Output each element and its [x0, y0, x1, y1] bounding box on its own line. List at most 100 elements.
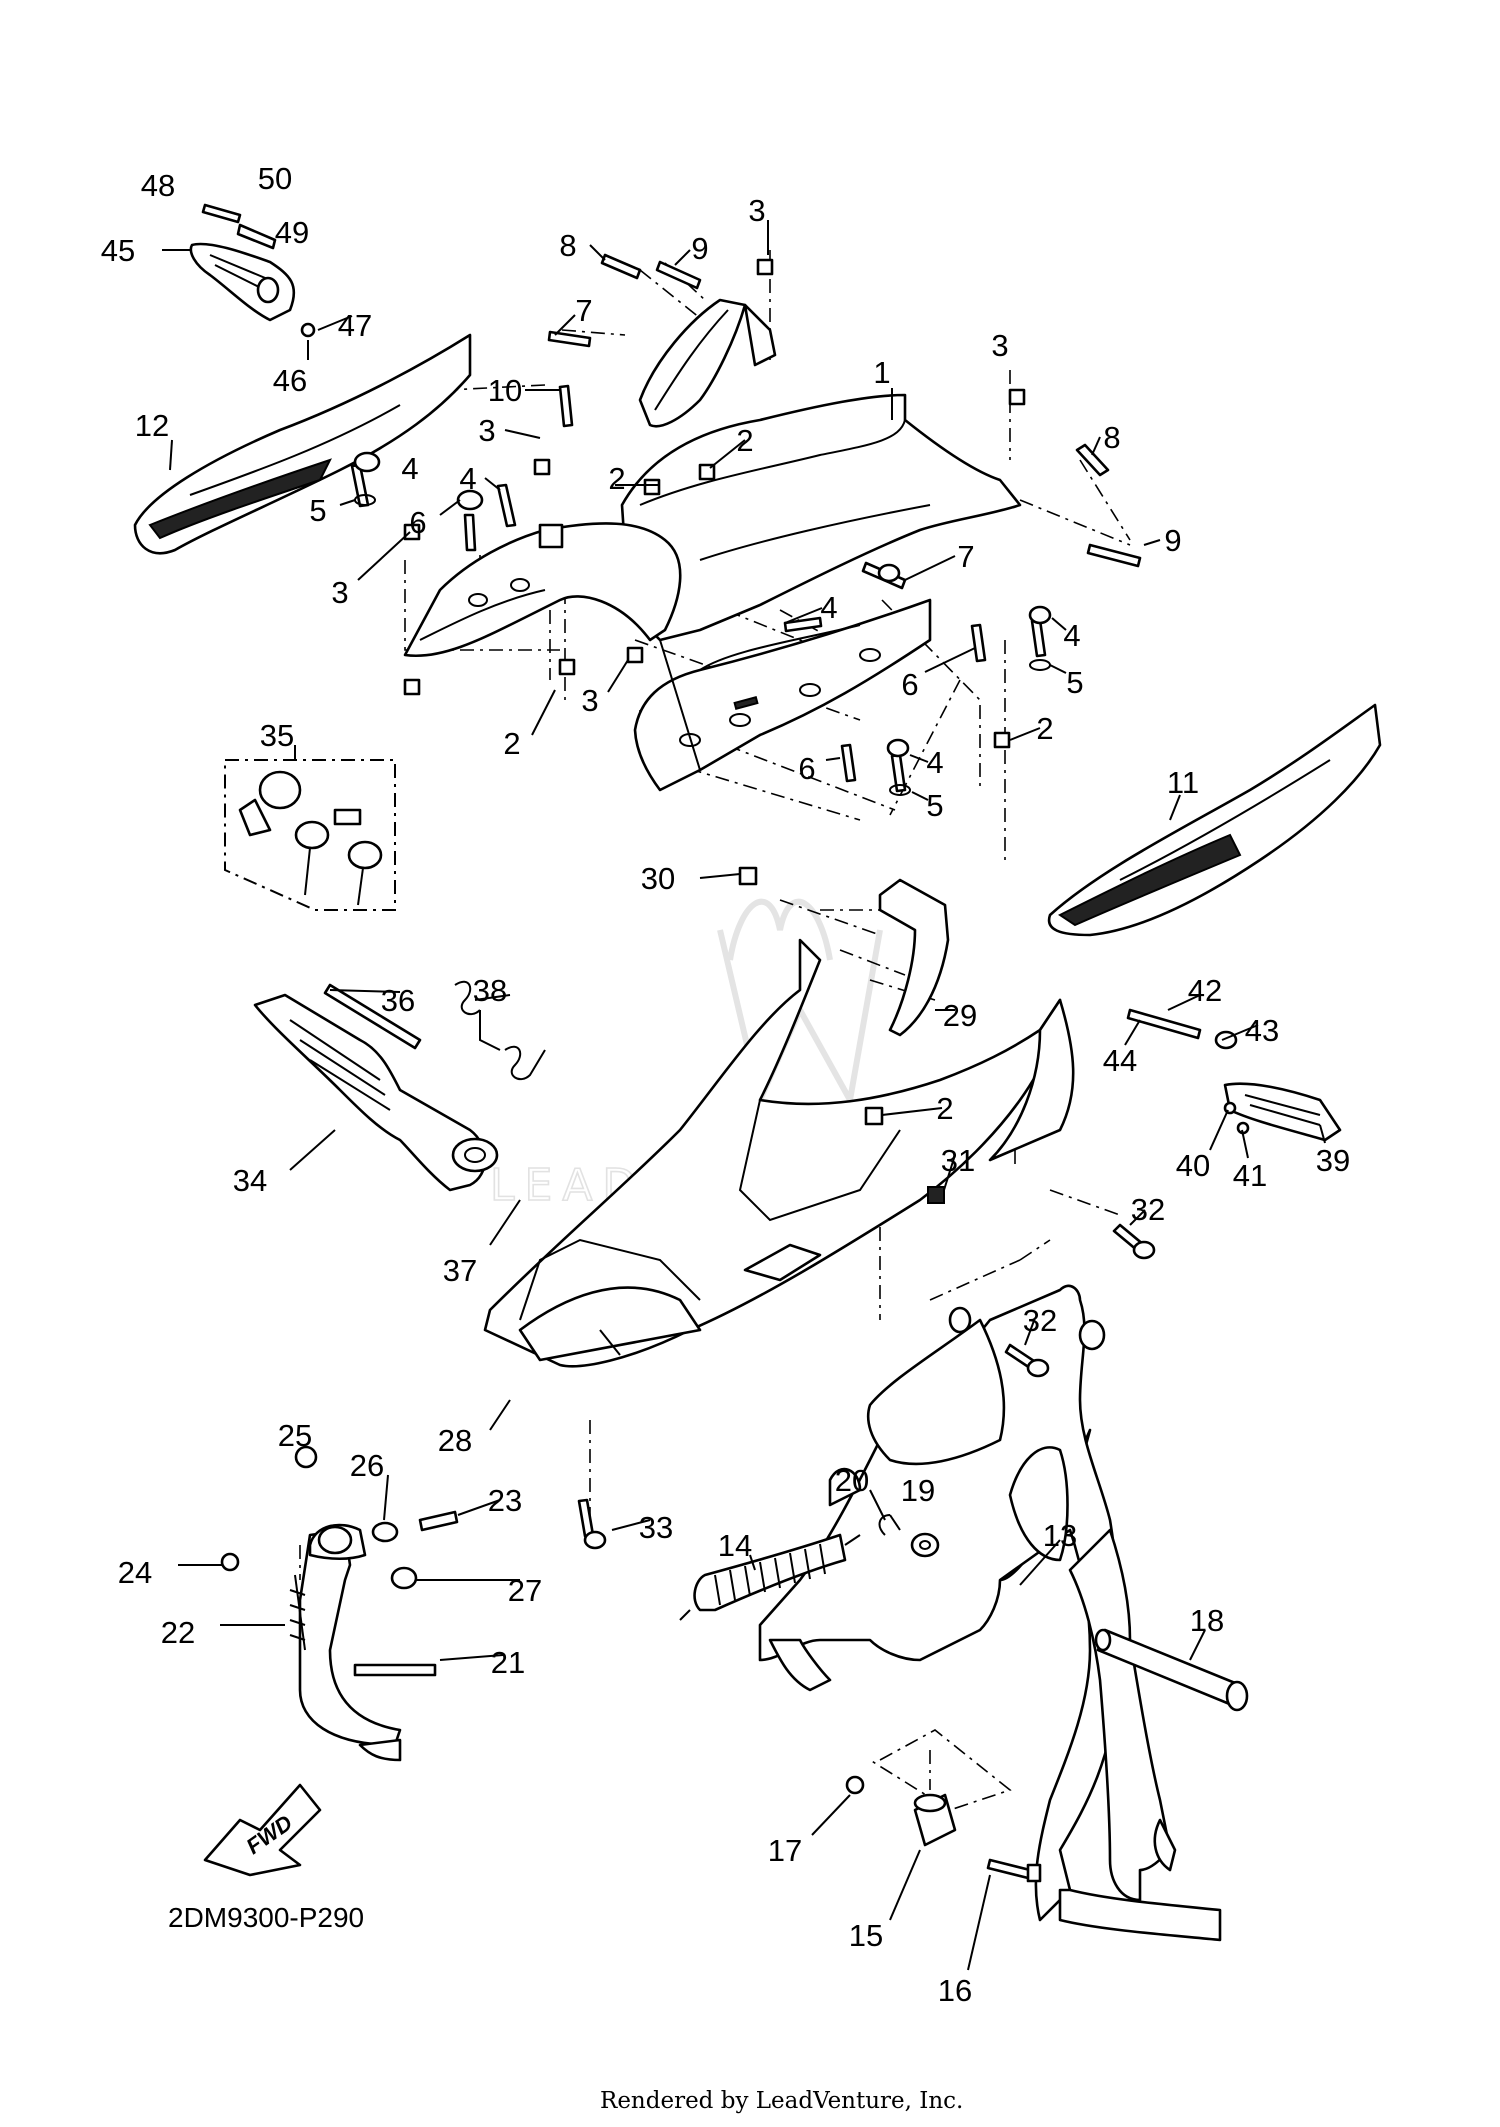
callout-44: 44 — [1103, 1043, 1137, 1078]
leader-line-26 — [383, 1474, 389, 1521]
leader-line-2 — [1009, 727, 1041, 741]
callout-8: 8 — [1103, 420, 1120, 455]
callout-30: 30 — [641, 861, 675, 896]
callout-31: 31 — [941, 1143, 975, 1178]
callout-41: 41 — [1233, 1158, 1267, 1193]
leader-line-21 — [439, 1654, 504, 1661]
part-15-bushing — [913, 1793, 957, 1847]
leader-line-5 — [1049, 664, 1067, 674]
callout-43: 43 — [1245, 1013, 1279, 1048]
callout-21: 21 — [491, 1645, 525, 1680]
callout-37: 37 — [443, 1253, 477, 1288]
leader-line-4 — [1051, 617, 1067, 631]
callout-11: 11 — [1167, 765, 1199, 800]
callout-22: 22 — [161, 1615, 195, 1650]
callout-40: 40 — [1176, 1148, 1210, 1183]
leader-line-20 — [869, 1489, 886, 1521]
part-39-footrest — [1126, 1008, 1342, 1142]
callout-39: 39 — [1316, 1143, 1350, 1178]
callout-18: 18 — [1190, 1603, 1224, 1638]
callout-42: 42 — [1188, 973, 1222, 1008]
leader-line-9 — [674, 249, 691, 266]
callout-2: 2 — [936, 1091, 953, 1126]
leader-line-9 — [1143, 539, 1161, 546]
callout-34: 34 — [233, 1163, 267, 1198]
leader-line-32 — [1129, 1209, 1146, 1226]
leader-line-43 — [1221, 1024, 1259, 1041]
leader-line-6 — [924, 647, 976, 673]
callout-36: 36 — [381, 983, 415, 1018]
callout-6: 6 — [409, 505, 426, 540]
leader-line-36 — [329, 989, 401, 993]
callout-3: 3 — [748, 193, 765, 228]
callout-12: 12 — [135, 408, 169, 443]
callout-2: 2 — [503, 726, 520, 761]
callout-3: 3 — [478, 413, 495, 448]
leader-line-13 — [1019, 1539, 1061, 1586]
callout-10: 10 — [488, 373, 522, 408]
callout-2: 2 — [736, 423, 753, 458]
callout-2: 2 — [1036, 711, 1053, 746]
part-17-nut — [845, 1775, 865, 1795]
callout-14: 14 — [718, 1528, 752, 1563]
leader-line-12 — [169, 439, 173, 471]
leader-line-5 — [911, 791, 929, 801]
callout-4: 4 — [459, 461, 476, 496]
callout-6: 6 — [798, 751, 815, 786]
fasteners — [350, 253, 1156, 1550]
callout-16: 16 — [938, 1973, 972, 2008]
leader-line-32 — [1024, 1317, 1036, 1346]
fwd-arrow: FWD — [203, 1783, 322, 1877]
side-stand-assembly — [220, 1445, 459, 1762]
part-18-shaft — [1094, 1628, 1249, 1712]
leader-line-47 — [317, 315, 353, 331]
leader-line-2 — [531, 689, 556, 736]
callout-46: 46 — [273, 363, 307, 398]
callout-17: 17 — [768, 1833, 802, 1868]
render-credit: Rendered by LeadVenture, Inc. — [600, 2088, 963, 2114]
callout-9: 9 — [1164, 523, 1181, 558]
leader-line-31 — [943, 1154, 956, 1191]
leader-line-3 — [357, 531, 411, 581]
callout-27: 27 — [508, 1573, 542, 1608]
leader-line-6 — [439, 499, 461, 516]
leader-line-16 — [967, 1874, 991, 1971]
callout-4: 4 — [926, 745, 943, 780]
callout-35: 35 — [260, 718, 294, 753]
leader-line-2 — [709, 439, 746, 469]
leader-line-8 — [589, 244, 606, 261]
leader-line-2 — [881, 1107, 943, 1116]
callout-13: 13 — [1043, 1518, 1077, 1553]
part-45-footrest — [189, 203, 316, 338]
callout-23: 23 — [488, 1483, 522, 1518]
part-35-lock-set — [224, 759, 396, 911]
leader-line-37 — [489, 1199, 521, 1246]
callout-32: 32 — [1131, 1192, 1165, 1227]
leader-line-15 — [889, 1849, 921, 1921]
leader-line-30 — [699, 873, 741, 879]
leader-line-18 — [1189, 1629, 1206, 1661]
part-34-rear-bracket — [253, 983, 499, 1192]
leader-line-14 — [749, 1554, 756, 1571]
leader-line-28 — [489, 1399, 511, 1431]
leader-line-40 — [1209, 1109, 1229, 1151]
callout-4: 4 — [820, 590, 837, 625]
callout-5: 5 — [309, 493, 326, 528]
callout-25: 25 — [278, 1418, 312, 1453]
part-13-main-stand — [758, 1284, 1222, 1942]
part-1-floorboard — [620, 393, 1022, 792]
leader-line-4 — [909, 754, 929, 763]
callout-7: 7 — [957, 539, 974, 574]
leader-line-4 — [784, 607, 823, 624]
part-14-spring — [679, 1533, 861, 1621]
callout-7: 7 — [575, 293, 592, 328]
callout-15: 15 — [849, 1918, 883, 1953]
leader-line-34 — [289, 1129, 336, 1171]
callout-26: 26 — [350, 1448, 384, 1483]
callout-4: 4 — [1063, 618, 1080, 653]
leader-line-5 — [339, 499, 356, 506]
callout-5: 5 — [926, 788, 943, 823]
callout-6: 6 — [901, 667, 918, 702]
